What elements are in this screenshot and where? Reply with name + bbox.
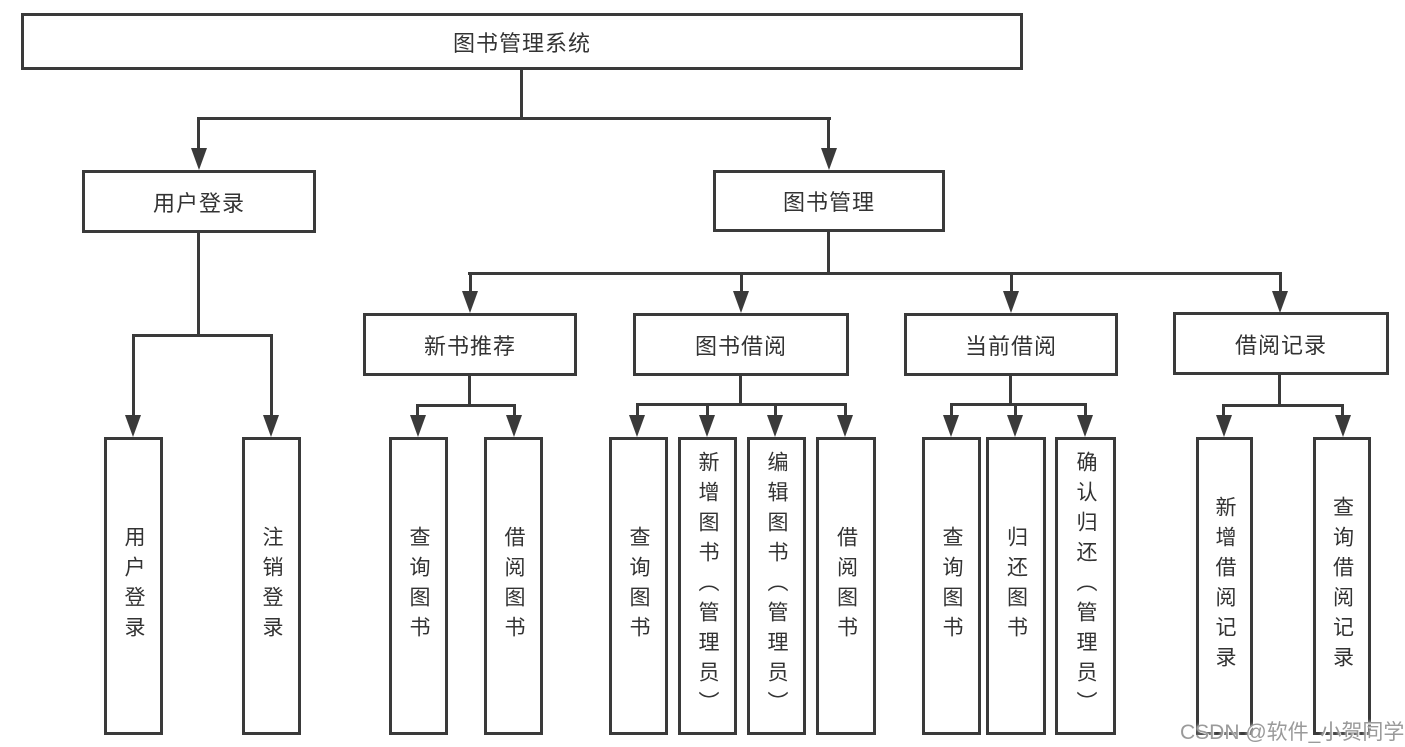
arrowhead-icon xyxy=(1007,415,1023,437)
edge-borrow-drop1 xyxy=(636,403,639,417)
leaf-bb-query-books-label: 查询图书 xyxy=(627,526,650,646)
edge-userlogin-drop1 xyxy=(132,334,135,417)
edge-current-drop2 xyxy=(1014,403,1017,417)
arrowhead-icon xyxy=(1077,415,1093,437)
node-root: 图书管理系统 xyxy=(21,13,1023,70)
leaf-rec-query-books-label: 查询图书 xyxy=(407,526,430,646)
arrowhead-icon xyxy=(767,415,783,437)
edge-root-drop-left xyxy=(197,117,200,150)
node-root-label: 图书管理系统 xyxy=(452,30,591,56)
edge-current-trunk xyxy=(1009,376,1012,406)
node-book-management: 图书管理 xyxy=(713,170,945,232)
arrowhead-icon xyxy=(943,415,959,437)
edge-bookmgmt-drop3 xyxy=(1010,272,1013,294)
node-new-book-recommend: 新书推荐 xyxy=(363,313,577,376)
leaf-rec-query-books: 查询图书 xyxy=(389,437,448,735)
arrowhead-icon xyxy=(263,415,279,437)
leaf-bb-add-books-admin: 新增图书（管理员） xyxy=(678,437,737,735)
leaf-rec-borrow-books-label: 借阅图书 xyxy=(502,526,525,646)
edge-borrow-drop3 xyxy=(774,403,777,417)
arrowhead-icon xyxy=(1216,415,1232,437)
edge-records-drop1 xyxy=(1222,404,1225,417)
node-current-borrow: 当前借阅 xyxy=(904,313,1118,376)
leaf-bb-edit-books-admin-label: 编辑图书（管理员） xyxy=(765,451,788,721)
edge-rec-hbar xyxy=(416,404,516,407)
edge-userlogin-trunk xyxy=(197,233,200,336)
leaf-br-add-record: 新增借阅记录 xyxy=(1196,437,1253,735)
leaf-cb-confirm-return-admin-label: 确认归还（管理员） xyxy=(1074,451,1097,721)
arrowhead-icon xyxy=(733,291,749,313)
edge-borrow-hbar xyxy=(636,403,847,406)
arrowhead-icon xyxy=(1003,291,1019,313)
leaf-bb-query-books: 查询图书 xyxy=(609,437,668,735)
leaf-cb-query-books: 查询图书 xyxy=(922,437,981,735)
edge-borrow-drop2 xyxy=(706,403,709,417)
node-borrow-records-label: 借阅记录 xyxy=(1234,332,1327,358)
edge-current-hbar xyxy=(950,403,1087,406)
leaf-br-query-record-label: 查询借阅记录 xyxy=(1330,496,1354,676)
leaf-logout-label: 注销登录 xyxy=(260,526,283,646)
node-book-borrow-label: 图书借阅 xyxy=(694,333,787,359)
node-book-management-label: 图书管理 xyxy=(782,190,875,215)
leaf-user-login: 用户登录 xyxy=(104,437,163,735)
edge-borrow-trunk xyxy=(739,376,742,406)
leaf-cb-return-books-label: 归还图书 xyxy=(1004,526,1028,646)
arrowhead-icon xyxy=(821,148,837,170)
edge-userlogin-drop2 xyxy=(270,334,273,417)
edge-rec-trunk xyxy=(468,376,471,407)
edge-current-drop1 xyxy=(950,403,953,417)
edge-root-drop-right xyxy=(827,117,830,150)
leaf-cb-query-books-label: 查询图书 xyxy=(940,526,963,646)
edge-rec-drop2 xyxy=(513,404,516,419)
leaf-br-add-record-label: 新增借阅记录 xyxy=(1213,496,1236,676)
edge-root-hbar xyxy=(197,117,831,120)
arrowhead-icon xyxy=(699,415,715,437)
leaf-bb-borrow-books: 借阅图书 xyxy=(816,437,876,735)
edge-bookmgmt-trunk xyxy=(827,232,830,275)
edge-borrow-drop4 xyxy=(844,403,847,417)
node-borrow-records: 借阅记录 xyxy=(1173,312,1389,375)
leaf-rec-borrow-books: 借阅图书 xyxy=(484,437,543,735)
arrowhead-icon xyxy=(125,415,141,437)
edge-root-trunk xyxy=(520,69,523,119)
node-current-borrow-label: 当前借阅 xyxy=(964,333,1057,359)
edge-records-trunk xyxy=(1278,375,1281,407)
arrowhead-icon xyxy=(462,291,478,313)
arrowhead-icon xyxy=(410,415,426,437)
arrowhead-icon xyxy=(1335,415,1351,437)
edge-bookmgmt-drop2 xyxy=(740,272,743,294)
arrowhead-icon xyxy=(837,415,853,437)
arrowhead-icon xyxy=(1272,291,1288,313)
node-new-book-recommend-label: 新书推荐 xyxy=(423,333,516,359)
node-user-login-label: 用户登录 xyxy=(152,190,245,216)
leaf-cb-return-books: 归还图书 xyxy=(986,437,1046,735)
arrowhead-icon xyxy=(506,415,522,437)
edge-rec-drop1 xyxy=(416,404,419,419)
edge-bookmgmt-drop4 xyxy=(1279,272,1282,294)
leaf-br-query-record: 查询借阅记录 xyxy=(1313,437,1371,735)
edge-current-drop3 xyxy=(1084,403,1087,417)
edge-records-drop2 xyxy=(1341,404,1344,417)
csdn-watermark: CSDN @软件_小贺同学 xyxy=(1180,721,1405,744)
leaf-bb-edit-books-admin: 编辑图书（管理员） xyxy=(747,437,806,735)
edge-userlogin-hbar xyxy=(132,334,273,337)
leaf-logout: 注销登录 xyxy=(242,437,301,735)
leaf-cb-confirm-return-admin: 确认归还（管理员） xyxy=(1055,437,1116,735)
node-book-borrow: 图书借阅 xyxy=(633,313,849,376)
node-user-login: 用户登录 xyxy=(82,170,316,233)
edge-records-hbar xyxy=(1222,404,1344,407)
leaf-user-login-label: 用户登录 xyxy=(122,526,145,646)
edge-bookmgmt-drop1 xyxy=(469,272,472,294)
leaf-bb-add-books-admin-label: 新增图书（管理员） xyxy=(696,451,719,721)
edge-bookmgmt-hbar xyxy=(468,272,1282,275)
arrowhead-icon xyxy=(629,415,645,437)
leaf-bb-borrow-books-label: 借阅图书 xyxy=(834,526,858,646)
arrowhead-icon xyxy=(191,148,207,170)
